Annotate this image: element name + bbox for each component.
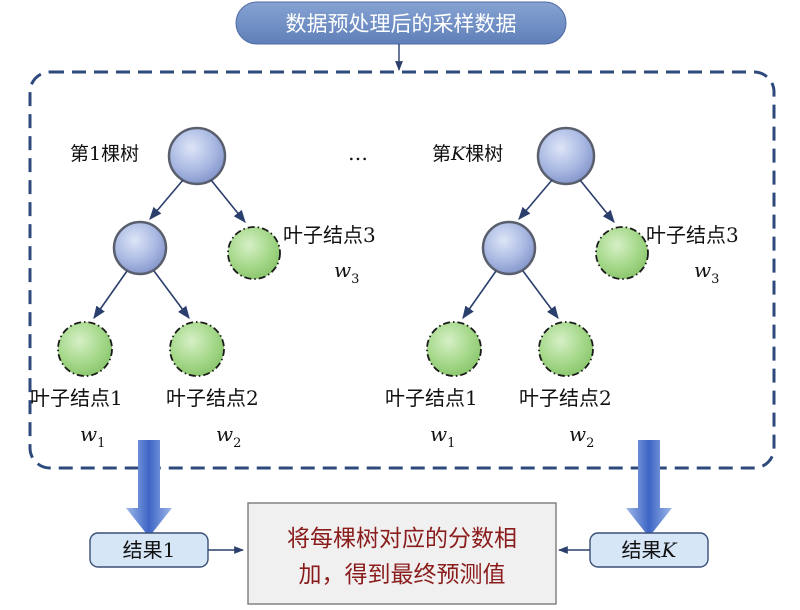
top-pill-background <box>235 1 567 45</box>
big-arrow-right <box>626 440 672 537</box>
tree-k-root-node <box>536 126 596 186</box>
top-pill: 数据预处理后的采样数据 <box>235 1 567 45</box>
tree-1: 第1棵树 叶子结点3 w3 叶子结点1 叶子结点2 w1 w2 <box>30 126 376 451</box>
tree-1-edge-inner-left <box>93 270 128 320</box>
tree-k-edge-root-right <box>579 179 615 223</box>
trees-container <box>28 70 776 470</box>
tree-1-root-node <box>167 126 227 186</box>
tree-k-leaf-2-label: 叶子结点2 <box>519 386 612 410</box>
result-k-box: 结果K <box>589 532 709 568</box>
result-1-box: 结果1 <box>89 532 209 568</box>
tree-1-leaf-1 <box>57 321 113 377</box>
tree-1-leaf-3-label: 叶子结点3 <box>283 223 376 247</box>
tree-k-leaf-1-label: 叶子结点1 <box>385 386 478 410</box>
tree-k-edge-root-left <box>518 179 553 220</box>
final-box-line-1: 将每棵树对应的分数相 <box>287 526 517 552</box>
tree-1-leaf-2-label: 叶子结点2 <box>166 386 259 410</box>
tree-k-title: 第K棵树 <box>432 143 503 165</box>
big-arrow-left <box>126 440 172 537</box>
final-box-background <box>247 502 557 605</box>
tree-1-edge-inner-right <box>153 270 190 320</box>
tree-1-leaf-3-weight: w3 <box>334 258 359 287</box>
tree-1-inner-node <box>112 220 168 276</box>
result-1-label: 结果1 <box>123 538 176 562</box>
tree-k-edge-inner-left <box>462 270 497 320</box>
tree-k: 第K棵树 叶子结点3 w3 叶子结点1 叶子结点2 w1 w2 <box>385 126 739 451</box>
final-box-line-2: 加，得到最终预测值 <box>299 562 506 588</box>
tree-k-leaf-3-weight: w3 <box>694 258 719 287</box>
tree-k-leaf-2 <box>538 321 594 377</box>
tree-1-leaf-1-weight: w1 <box>80 422 105 451</box>
tree-k-leaf-3 <box>595 226 649 280</box>
final-box: 将每棵树对应的分数相 加，得到最终预测值 <box>247 502 557 605</box>
tree-1-leaf-3 <box>227 226 281 280</box>
ellipsis: … <box>348 141 368 165</box>
top-pill-label: 数据预处理后的采样数据 <box>286 12 517 36</box>
tree-k-leaf-1 <box>426 321 482 377</box>
tree-1-edge-root-left <box>149 179 184 220</box>
tree-k-edge-inner-right <box>522 270 559 320</box>
tree-k-inner-node <box>481 220 537 276</box>
tree-1-leaf-2-weight: w2 <box>216 422 241 451</box>
result-k-label: 结果K <box>622 538 678 562</box>
tree-1-edge-root-right <box>210 179 246 223</box>
tree-k-leaf-2-weight: w2 <box>569 422 594 451</box>
tree-k-leaf-3-label: 叶子结点3 <box>646 223 739 247</box>
tree-1-title: 第1棵树 <box>70 143 139 165</box>
tree-k-leaf-1-weight: w1 <box>430 422 455 451</box>
tree-1-leaf-1-label: 叶子结点1 <box>30 386 123 410</box>
tree-1-leaf-2 <box>169 321 225 377</box>
